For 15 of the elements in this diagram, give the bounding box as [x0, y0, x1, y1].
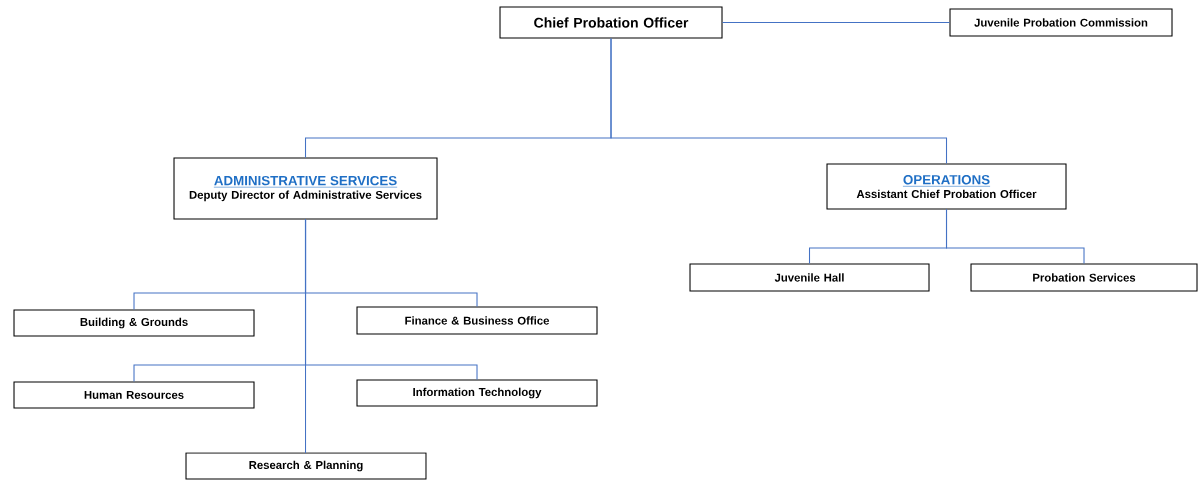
- org-box: Finance & Business Office: [356, 306, 598, 335]
- connector-line: [945, 209, 1085, 264]
- org-box: Juvenile Probation Commission: [949, 8, 1173, 37]
- connector-line: [722, 21, 950, 24]
- org-box: Juvenile Hall: [689, 263, 930, 292]
- org-box: Building & Grounds: [13, 309, 255, 337]
- connector-line: [610, 38, 948, 164]
- org-box: Chief Probation Officer: [499, 6, 723, 39]
- heading-box: OPERATIONS Assistant Chief Probation Officer: [826, 163, 1067, 210]
- org-box: Research & Planning: [185, 452, 427, 480]
- heading-box: ADMINISTRATIVE SERVICES Deputy Director of Administrative Services: [173, 157, 438, 220]
- org-box: Human Resources: [13, 381, 255, 409]
- org-box: Information Technology: [356, 379, 598, 407]
- connector-line: [304, 219, 307, 454]
- org-box: Probation Services: [970, 263, 1198, 292]
